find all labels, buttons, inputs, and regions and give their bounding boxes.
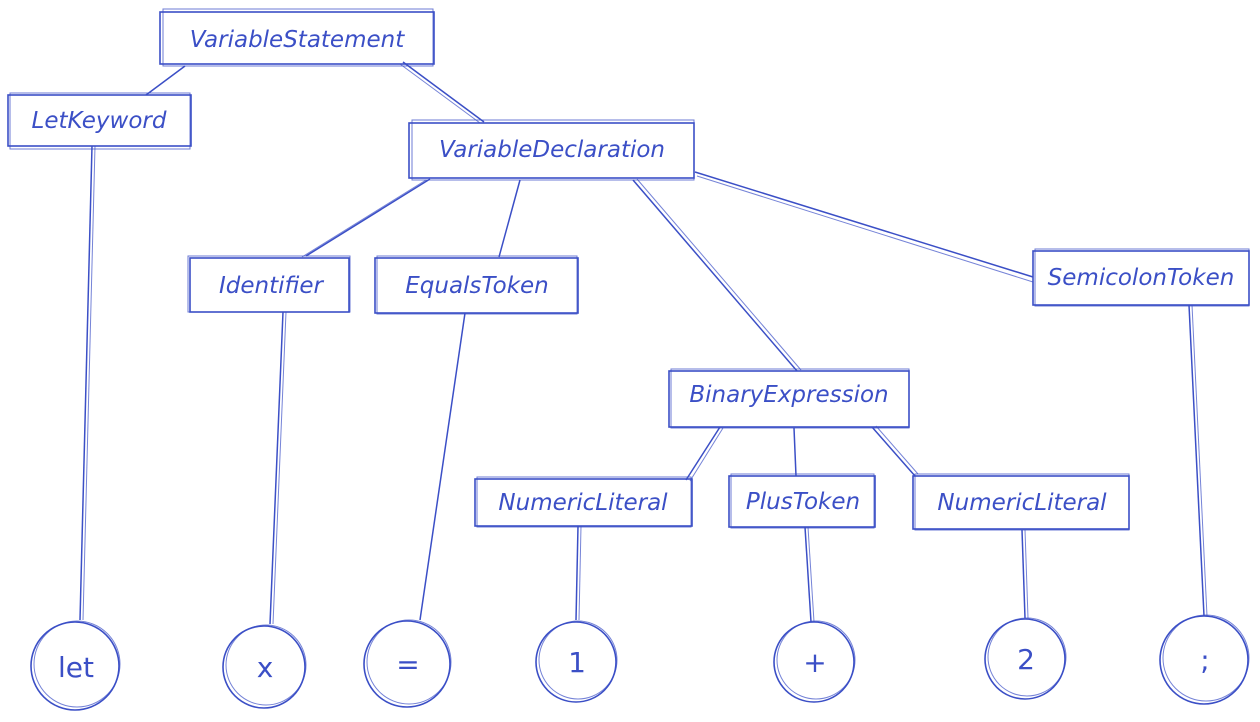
edge-equals-eq bbox=[419, 312, 466, 621]
edge-left-one bbox=[575, 525, 579, 621]
edge-binary-plus bbox=[793, 427, 797, 477]
leaf-label: 1 bbox=[568, 646, 586, 679]
leaf-let: let bbox=[30, 620, 121, 711]
leaf-label: x bbox=[257, 651, 274, 684]
edge-binary-right bbox=[871, 426, 916, 477]
leaf-plus: + bbox=[773, 620, 856, 703]
node-numeric-literal-left: NumericLiteral bbox=[474, 476, 693, 528]
node-binary-expression: BinaryExpression bbox=[668, 368, 910, 429]
edge-identifier-x bbox=[269, 311, 284, 625]
edge-declaration-equals bbox=[498, 179, 521, 258]
node-plus-token: PlusToken bbox=[728, 473, 876, 529]
node-label: SemicolonToken bbox=[1048, 265, 1235, 291]
edge-plus-plus bbox=[804, 526, 812, 623]
node-label: Identifier bbox=[219, 273, 325, 299]
leaf-label: ; bbox=[1200, 644, 1209, 677]
node-label: NumericLiteral bbox=[937, 490, 1107, 516]
edge-statement-letkeyword bbox=[145, 65, 186, 96]
edge-declaration-binary bbox=[632, 179, 798, 372]
node-variable-statement: VariableStatement bbox=[159, 8, 435, 67]
edge-letkeyword-let bbox=[79, 145, 93, 621]
tree-edges bbox=[79, 61, 1208, 625]
edge-declaration-semicolon bbox=[694, 171, 1034, 278]
node-equals-token: EqualsToken bbox=[374, 255, 579, 315]
node-numeric-literal-right: NumericLiteral bbox=[912, 473, 1130, 531]
node-label: PlusToken bbox=[746, 489, 860, 515]
leaf-one: 1 bbox=[535, 620, 618, 703]
node-identifier: Identifier bbox=[187, 255, 351, 313]
node-label: VariableDeclaration bbox=[439, 137, 665, 163]
edge-right-two bbox=[1021, 529, 1026, 619]
edge-statement-declaration bbox=[402, 61, 485, 123]
edge-binary-left bbox=[685, 426, 721, 481]
leaf-label: 2 bbox=[1017, 643, 1035, 676]
node-label: NumericLiteral bbox=[498, 490, 668, 516]
leaf-label: = bbox=[396, 648, 419, 681]
edge-semicolon-semi bbox=[1188, 304, 1205, 617]
leaf-two: 2 bbox=[984, 617, 1067, 700]
node-variable-declaration: VariableDeclaration bbox=[408, 119, 695, 181]
leaf-label: + bbox=[803, 646, 826, 679]
node-let-keyword: LetKeyword bbox=[7, 92, 192, 150]
leaf-semicolon: ; bbox=[1159, 614, 1250, 705]
leaf-equals: = bbox=[363, 619, 452, 708]
node-label: LetKeyword bbox=[32, 108, 167, 134]
node-semicolon-token: SemicolonToken bbox=[1032, 248, 1250, 307]
leaf-x: x bbox=[222, 624, 307, 709]
node-label: EqualsToken bbox=[405, 273, 549, 299]
edge-declaration-identifier bbox=[305, 178, 431, 257]
node-label: VariableStatement bbox=[190, 27, 405, 53]
leaf-label: let bbox=[58, 651, 94, 684]
node-label: BinaryExpression bbox=[689, 382, 888, 408]
